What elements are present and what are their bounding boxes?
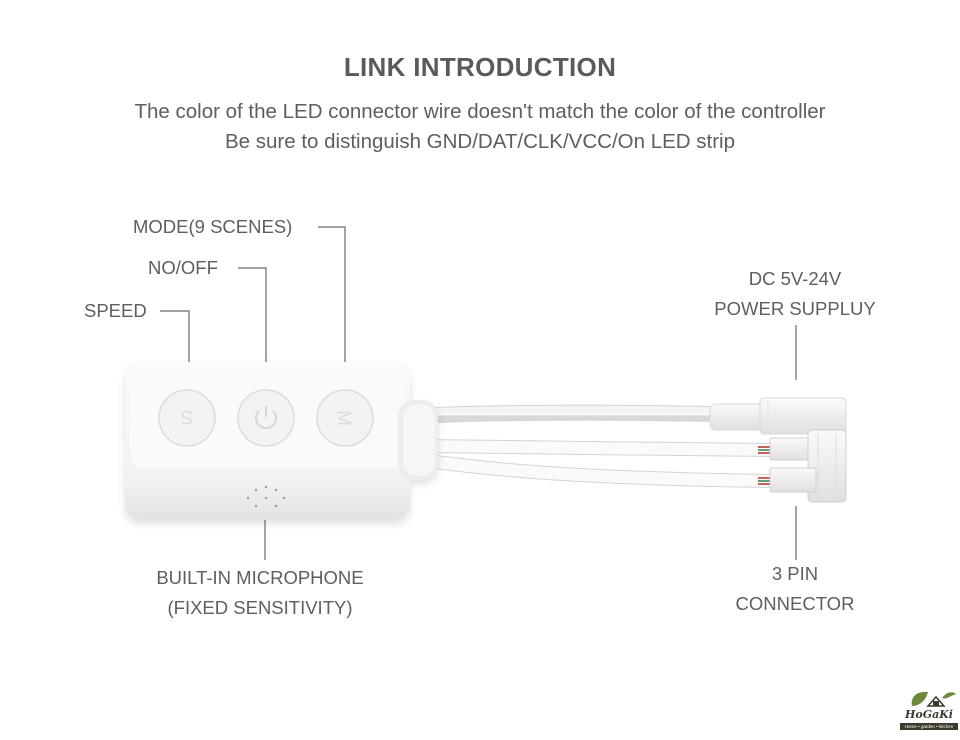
leader-mode <box>318 226 346 398</box>
label-mic-line-2: (FIXED SENSITIVITY) <box>167 597 353 618</box>
subtitle-line-2: Be sure to distinguish GND/DAT/CLK/VCC/O… <box>224 130 736 153</box>
label-pin-line-1: 3 PIN <box>771 563 819 584</box>
mode-button-glyph: M <box>333 410 354 426</box>
logo-tagline: Home • garden • kitchen <box>900 723 958 730</box>
speed-button-glyph: S <box>181 406 194 427</box>
wires <box>412 404 774 488</box>
label-speed: SPEED <box>84 300 147 321</box>
label-power: NO/OFF <box>148 257 218 278</box>
page-title: LINK INTRODUCTION <box>343 52 617 82</box>
three-pin-connectors <box>769 429 847 503</box>
label-dc-line-1: DC 5V-24V <box>748 268 842 289</box>
label-pin-line-2: CONNECTOR <box>735 593 855 614</box>
speed-button[interactable]: S <box>158 389 216 447</box>
mode-button[interactable]: M <box>316 389 374 447</box>
logo-name: HoGaKi <box>905 708 953 721</box>
dc-power-plug <box>709 397 847 435</box>
label-mic-line-1: BUILT-IN MICROPHONE <box>156 567 364 588</box>
power-icon <box>255 406 277 430</box>
leaf-house-icon <box>911 691 956 707</box>
leader-power <box>238 267 267 398</box>
label-mode: MODE(9 SCENES) <box>133 216 293 237</box>
subtitle-line-1: The color of the LED connector wire does… <box>134 100 826 123</box>
power-button[interactable] <box>237 389 295 447</box>
brand-logo: HoGaKi Home • garden • kitchen <box>898 688 960 734</box>
label-dc-line-2: POWER SUPPLUY <box>714 298 876 319</box>
microphone-holes <box>246 485 286 508</box>
